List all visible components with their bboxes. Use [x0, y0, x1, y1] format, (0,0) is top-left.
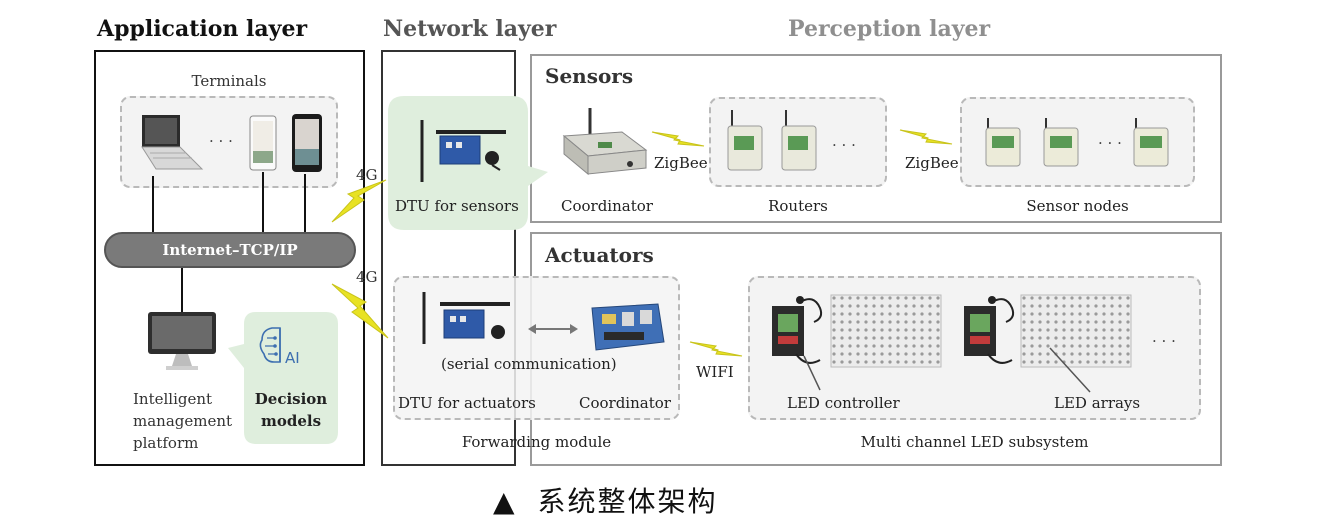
tablet-icon — [249, 115, 277, 171]
sensor-node-icon-1 — [985, 118, 1021, 167]
caption-triangle-icon: ▲ — [493, 485, 515, 518]
led-ellipsis: · · · — [1152, 332, 1176, 350]
sensors-title: Sensors — [545, 64, 634, 88]
sensor-coordinator-label: Coordinator — [561, 197, 653, 215]
zigbee-lightning-icon-2 — [899, 129, 953, 145]
led-controller-icon-1 — [772, 296, 823, 364]
wifi-lightning-icon — [689, 341, 743, 357]
brain-ai-icon — [259, 327, 281, 363]
platform-label-line-2: management — [133, 412, 233, 430]
sensor-coordinator-icon — [562, 108, 648, 176]
sensor-node-icon-2 — [1043, 118, 1079, 167]
application-layer-title: Application layer — [97, 16, 308, 42]
led-controller-label: LED controller — [787, 394, 900, 412]
terminals-ellipsis: · · · — [209, 132, 233, 150]
internet-tcpip-bar — [104, 232, 356, 268]
platform-label-line-1: Intelligent — [133, 390, 213, 408]
terminals-label: Terminals — [191, 72, 267, 90]
router-icon-1 — [727, 110, 763, 171]
link-4g-top-label: 4G — [356, 166, 378, 184]
serial-double-arrow — [528, 324, 578, 334]
perception-layer-title: Perception layer — [788, 16, 991, 42]
led-controller-icon-2 — [964, 296, 1015, 364]
lightning-icon-bottom — [331, 283, 389, 339]
actuator-coordinator-board-icon — [591, 303, 665, 351]
forwarding-module-label: Forwarding module — [461, 433, 612, 451]
serial-communication-label: (serial communication) — [441, 355, 617, 373]
sensor-node-icons — [985, 118, 1169, 167]
laptop-icon — [141, 115, 204, 170]
router-icons — [727, 110, 817, 171]
caption: ▲ 系统整体架构 — [493, 480, 717, 520]
multi-channel-led-label: Multi channel LED subsystem — [860, 433, 1089, 451]
routers-ellipsis: · · · — [832, 136, 856, 154]
zigbee-label-2: ZigBee — [905, 154, 959, 172]
link-4g-bottom-label: 4G — [356, 268, 378, 286]
actuator-coordinator-label: Coordinator — [579, 394, 671, 412]
network-layer-frame — [381, 50, 516, 466]
sensor-node-icon-3 — [1133, 118, 1169, 167]
decision-label-line-2: models — [260, 412, 322, 430]
led-arrays-label: LED arrays — [1054, 394, 1141, 412]
led-array-icon-1 — [830, 294, 942, 368]
zigbee-label-1: ZigBee — [654, 154, 708, 172]
dtu-actuators-device-icon — [422, 292, 510, 344]
platform-label: Intelligent management platform — [133, 388, 232, 454]
monitor-icon — [148, 312, 216, 370]
ai-label: AI — [285, 349, 300, 367]
actuators-title: Actuators — [545, 243, 654, 267]
zigbee-lightning-icon-1 — [651, 131, 705, 147]
network-layer-title: Network layer — [383, 16, 557, 42]
decision-models-label: Decision models — [244, 388, 338, 432]
routers-label: Routers — [768, 197, 828, 215]
platform-label-line-3: platform — [133, 434, 199, 452]
internet-label: Internet–TCP/IP — [162, 241, 298, 259]
led-array-icon-2 — [1020, 294, 1132, 368]
dtu-sensors-device-icon — [420, 120, 506, 182]
caption-text: 系统整体架构 — [537, 485, 718, 518]
dtu-sensors-label: DTU for sensors — [395, 197, 519, 215]
sensor-nodes-ellipsis: · · · — [1098, 134, 1122, 152]
dtu-actuators-label: DTU for actuators — [398, 394, 536, 412]
wifi-label: WIFI — [696, 363, 734, 381]
forwarding-module-group — [393, 276, 680, 420]
sensors-frame — [530, 54, 1222, 223]
decision-label-line-1: Decision — [254, 390, 328, 408]
sensor-nodes-label: Sensor nodes — [1026, 197, 1129, 215]
router-icon-2 — [781, 110, 817, 171]
smartphone-icon — [292, 114, 322, 172]
application-layer-frame — [94, 50, 365, 466]
lightning-icon-top — [331, 179, 387, 223]
